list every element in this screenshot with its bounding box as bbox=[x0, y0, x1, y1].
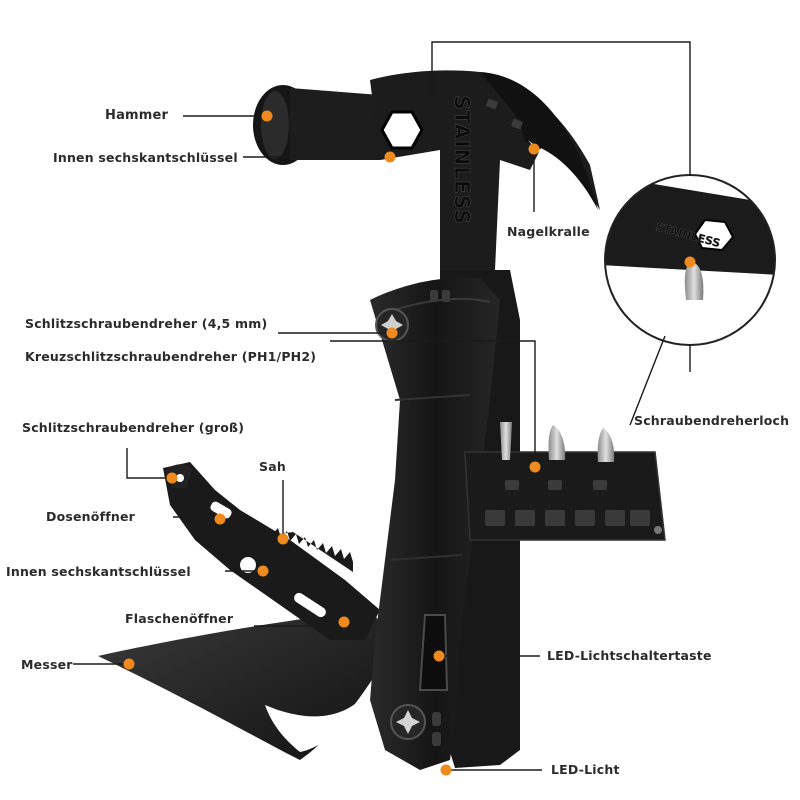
bit-holder bbox=[464, 451, 666, 541]
label-saw: Sah bbox=[259, 459, 286, 474]
label-hex-key-bottom: Innen sechskantschlüssel bbox=[6, 564, 191, 579]
marker-phillips bbox=[529, 461, 541, 473]
label-phillips-screwdriver: Kreuzschlitzschraubendreher (PH1/PH2) bbox=[25, 349, 317, 364]
label-knife: Messer bbox=[21, 657, 73, 672]
bit-phillips-2 bbox=[597, 428, 615, 462]
leader-lines bbox=[73, 41, 691, 771]
marker-knife bbox=[123, 658, 135, 670]
label-led-light: LED-Licht bbox=[551, 762, 620, 777]
marker-can-opener bbox=[214, 513, 226, 525]
label-hex-key-top: Innen sechskantschlüssel bbox=[53, 150, 238, 165]
label-led-switch: LED-Lichtschaltertaste bbox=[547, 648, 712, 663]
bottle-opener-slot bbox=[294, 592, 326, 618]
marker-hex-key-top bbox=[384, 151, 396, 163]
handle-front bbox=[370, 277, 500, 770]
knife-edge-cutout bbox=[265, 700, 360, 752]
led-switch-window bbox=[418, 614, 449, 691]
marker-slot-large bbox=[166, 472, 178, 484]
marker-hammer bbox=[261, 110, 273, 122]
label-nail-claw: Nagelkralle bbox=[507, 224, 590, 239]
label-slot-screwdriver-small: Schlitzschraubendreher (4,5 mm) bbox=[25, 316, 268, 331]
can-opener-slot bbox=[210, 501, 232, 519]
hex-socket bbox=[380, 110, 424, 150]
label-bottle-opener: Flaschenöffner bbox=[125, 611, 234, 626]
label-hammer: Hammer bbox=[105, 108, 169, 123]
hammer-head-body bbox=[370, 70, 600, 270]
bit-phillips-1 bbox=[548, 425, 566, 460]
label-slot-screwdriver-large: Schlitzschraubendreher (groß) bbox=[22, 420, 245, 435]
marker-dots bbox=[123, 110, 696, 776]
nail-claw bbox=[480, 72, 598, 210]
hammer-neck bbox=[290, 88, 380, 160]
marker-bottle-opener bbox=[338, 616, 350, 628]
marker-led-light bbox=[440, 764, 452, 776]
bit-slot bbox=[500, 422, 512, 460]
stainless-engraving: STAINLESS bbox=[450, 95, 474, 224]
marker-screwdriver-hole bbox=[684, 256, 696, 268]
marker-hex-key-bottom bbox=[257, 565, 269, 577]
label-screwdriver-hole: Schraubendreherloch bbox=[634, 413, 790, 428]
marker-slot-small bbox=[386, 327, 398, 339]
marker-led-switch bbox=[433, 650, 445, 662]
label-can-opener: Dosenöffner bbox=[46, 509, 135, 524]
marker-claw bbox=[528, 143, 540, 155]
marker-saw bbox=[277, 533, 289, 545]
bit-holder-slots bbox=[485, 480, 650, 526]
hex-hole bbox=[240, 557, 256, 573]
